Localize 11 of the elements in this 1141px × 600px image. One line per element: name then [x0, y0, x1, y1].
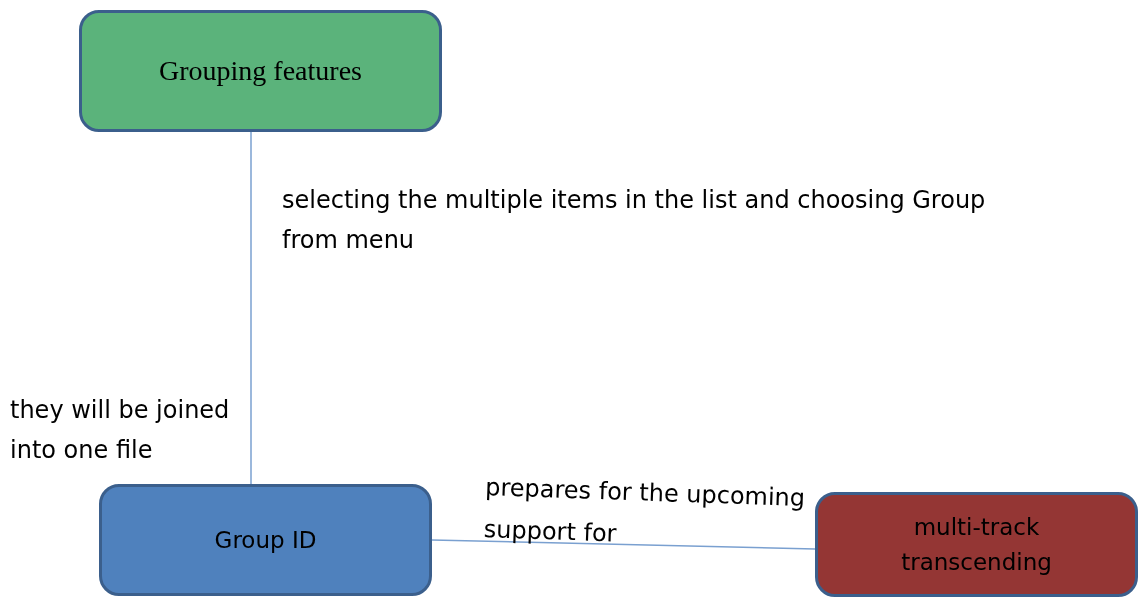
process-box [99, 484, 432, 596]
connector-line [431, 539, 816, 550]
process-box [79, 10, 442, 132]
node-text: Grouping features [159, 54, 362, 88]
annotation-text: they will be joined into one file [10, 395, 231, 466]
node-text: multi-track transcending [900, 513, 1053, 577]
connector-line [250, 131, 252, 485]
node-text: Group ID [214, 525, 317, 555]
process-box [815, 492, 1138, 597]
annotation-text: selecting the multiple items in the list and choosing Group from menu [282, 185, 987, 256]
edge-label: prepares for the upcoming support for [483, 472, 806, 550]
